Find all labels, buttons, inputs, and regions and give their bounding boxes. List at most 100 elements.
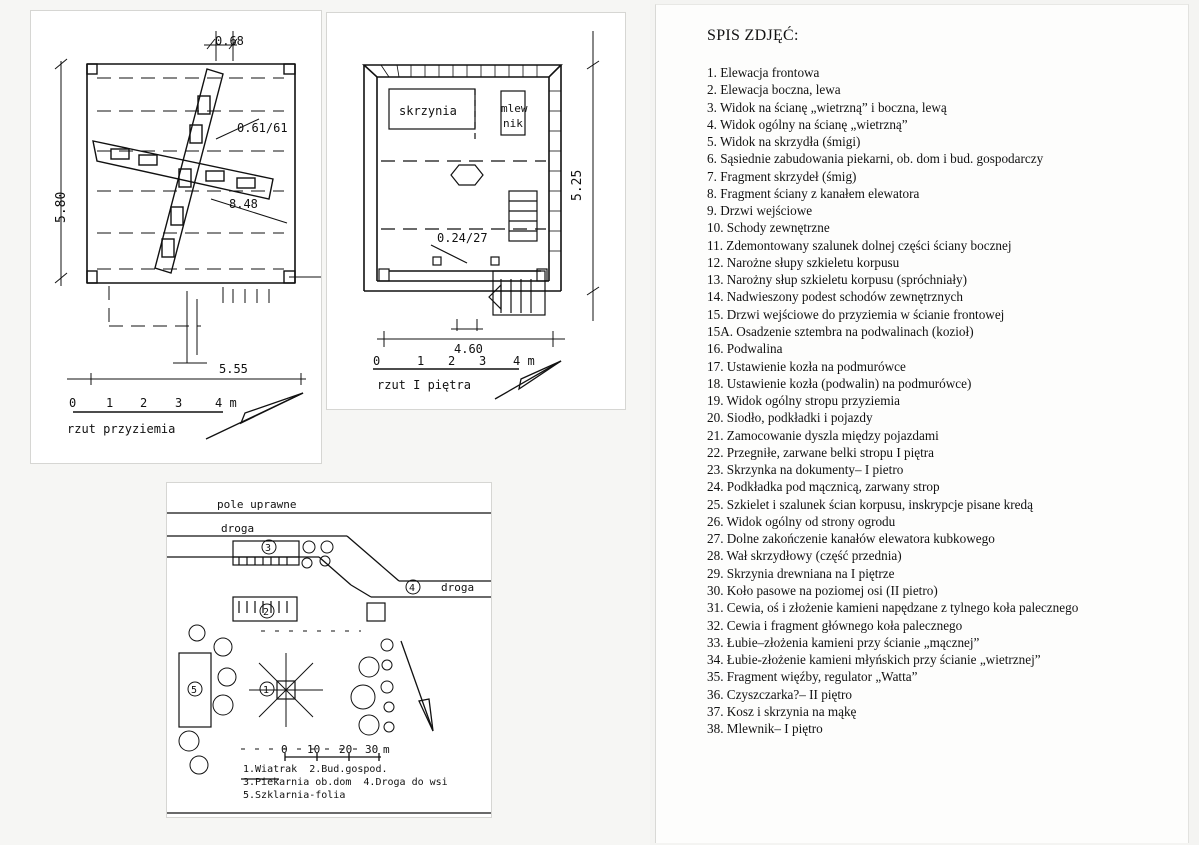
site-marker-5: 5: [191, 685, 197, 696]
ground-scale-2: 2: [140, 396, 147, 410]
ground-floor-plan: 0.68 5.80 0.61/61 8.48 5.55 0 1 2 3 4 m …: [54, 31, 321, 440]
dashed-grid: [97, 77, 284, 328]
list-item: 37. Kosz i skrzynia na mąkę: [707, 703, 857, 719]
ground-scale-4: 4 m: [215, 396, 237, 410]
first-floor-plan: skrzynia mlew nik 0.24/27 5.25 4.60 0 1 …: [361, 31, 600, 400]
first-side-label-1: mlew: [501, 102, 528, 115]
first-dimension-lines: [377, 31, 600, 347]
site-plan: 3 2 1 4 5 pole uprawne droga droga 0 10 …: [167, 498, 491, 814]
site-legend-3: 5.Szklarnia-folia: [243, 790, 345, 801]
list-item: 1. Elewacja frontowa: [707, 65, 820, 80]
first-dim-post: 0.24/27: [437, 231, 488, 245]
first-scale-3: 3: [479, 354, 486, 368]
photo-list-sheet: [655, 4, 1189, 843]
list-item: 30. Koło pasowe na poziomej osi (II piet…: [707, 582, 938, 598]
site-scale-unit: m: [383, 743, 390, 756]
ground-scale-0: 0: [69, 396, 76, 410]
site-marker-4: 4: [409, 583, 415, 594]
site-plan-panel: 3 2 1 4 5 pole uprawne droga droga 0 10 …: [166, 482, 492, 818]
list-item: 6. Sąsiednie zabudowania piekarni, ob. d…: [707, 151, 1044, 167]
list-item: 32. Cewia i fragment głównego koła palec…: [707, 617, 963, 633]
list-item: 11. Zdemontowany szalunek dolnej części …: [707, 237, 1012, 253]
ground-dim-height: 5.80: [54, 192, 69, 223]
list-item: 17. Ustawienie kozła na podmurówce: [707, 358, 906, 374]
first-dim-width: 4.60: [454, 342, 483, 356]
first-scale-2: 2: [448, 354, 455, 368]
ground-dim-top: 0.68: [215, 34, 244, 48]
site-marker-3: 3: [265, 543, 271, 554]
list-item: 12. Narożne słupy szkieletu korpusu: [707, 254, 900, 270]
list-item: 34. Łubie-złożenie kamieni młyńskich prz…: [707, 652, 1041, 668]
roof-boarding: [380, 64, 561, 252]
list-item: 8. Fragment ściany z kanałem elewatora: [707, 185, 920, 201]
list-item: 29. Skrzynia drewniana na I piętrze: [707, 565, 895, 581]
list-item: 5. Widok na skrzydła (śmigi): [707, 134, 861, 150]
site-legend-1: 1.Wiatrak 2.Bud.gospod.: [243, 764, 388, 775]
list-item: 13. Narożny słup szkieletu korpusu (spró…: [707, 272, 968, 288]
north-arrow-icon: [400, 640, 434, 732]
dimension-lines: [54, 31, 321, 385]
site-buildings: [178, 540, 386, 728]
first-plan-caption: rzut I piętra: [377, 378, 471, 392]
list-item: 35. Fragment więźby, regulator „Watta”: [707, 669, 918, 685]
list-item: 15. Drzwi wejściowe do przyziemia w ścia…: [707, 306, 1005, 322]
ground-dim-width: 5.55: [219, 362, 248, 376]
list-item: 23. Skrzynka na dokumenty– I pietro: [707, 462, 904, 478]
ground-plan-caption: rzut przyziemia: [67, 422, 175, 436]
ground-dim-diag1: 0.61/61: [237, 121, 288, 135]
list-item: 10. Schody zewnętrzne: [707, 220, 830, 236]
site-scale-0: 0: [281, 743, 288, 756]
site-scale-30: 30: [365, 743, 378, 756]
list-item: 22. Przegniłe, zarwane belki stropu I pi…: [707, 444, 935, 460]
list-item: 38. Mlewnik– I piętro: [707, 721, 823, 737]
site-trees: [178, 540, 395, 775]
list-item: 19. Widok ogólny stropu przyziemia: [707, 393, 900, 409]
first-scale-4: 4 m: [513, 354, 535, 368]
first-floor-plan-panel: skrzynia mlew nik 0.24/27 5.25 4.60 0 1 …: [326, 12, 626, 410]
ground-scale-1: 1: [106, 396, 113, 410]
site-scale-20: 20: [339, 743, 352, 756]
list-item: 31. Cewia, oś i złożenie kamieni napędza…: [707, 600, 1079, 616]
ground-scale-3: 3: [175, 396, 182, 410]
windmill-sails: [92, 68, 274, 274]
list-item: 9. Drzwi wejściowe: [707, 203, 813, 219]
list-item: 3. Widok na ścianę „wietrzną” i boczna, …: [707, 99, 947, 115]
list-item: 16. Podwalina: [707, 341, 783, 357]
list-item: 4. Widok ogólny na ścianę „wietrzną”: [707, 116, 908, 132]
ground-dim-diag2: 8.48: [229, 197, 258, 211]
list-item: 28. Wał skrzydłowy (część przednia): [707, 548, 902, 564]
field-label: pole uprawne: [217, 498, 296, 511]
list-item: 14. Nadwieszony podest schodów zewnętrzn…: [707, 289, 963, 305]
photo-list-title: SPIS ZDJĘĆ:: [707, 27, 799, 44]
outer-wall: [361, 64, 563, 292]
list-item: 7. Fragment skrzydeł (śmig): [707, 168, 857, 184]
list-item: 18. Ustawienie kozła (podwalin) na podmu…: [707, 375, 972, 391]
first-side-label-2: nik: [503, 117, 523, 130]
list-item: 24. Podkładka pod mącznicą, zarwany stro…: [707, 479, 940, 495]
site-marker-2: 2: [263, 607, 269, 618]
list-item: 27. Dolne zakończenie kanałów elewatora …: [707, 531, 995, 547]
list-item: 36. Czyszczarka?– II piętro: [707, 686, 852, 702]
list-item: 26. Widok ogólny od strony ogrodu: [707, 513, 896, 529]
list-item: 2. Elewacja boczna, lewa: [707, 82, 841, 98]
site-markers: [187, 539, 421, 697]
road-label-1: droga: [221, 522, 254, 535]
list-item: 33. Łubie–złożenia kamieni przy ścianie …: [707, 634, 980, 650]
external-stairs: [488, 270, 546, 316]
list-item: 15A. Osadzenie sztembra na podwalinach (…: [707, 323, 974, 339]
list-item: 25. Szkielet i szalunek ścian korpusu, i…: [707, 496, 1033, 512]
site-legend-2: 3.Piekarnia ob.dom 4.Droga do wsi: [243, 777, 448, 788]
site-marker-1: 1: [263, 685, 269, 696]
north-arrow-icon: [494, 360, 562, 400]
list-item: 21. Zamocowanie dyszla między pojazdami: [707, 427, 939, 443]
list-item: 20. Siodło, podkładki i pojazdy: [707, 410, 873, 426]
first-scale-0: 0: [373, 354, 380, 368]
road-label-2: droga: [441, 581, 474, 594]
ground-floor-plan-panel: 0.68 5.80 0.61/61 8.48 5.55 0 1 2 3 4 m …: [30, 10, 322, 464]
north-arrow-icon: [205, 392, 304, 440]
site-scale-10: 10: [307, 743, 320, 756]
windmill-rays: [241, 630, 361, 750]
first-scale-1: 1: [417, 354, 424, 368]
first-room-label: skrzynia: [399, 104, 457, 118]
photo-list: 1. Elewacja frontowa 2. Elewacja boczna,…: [707, 64, 1078, 737]
